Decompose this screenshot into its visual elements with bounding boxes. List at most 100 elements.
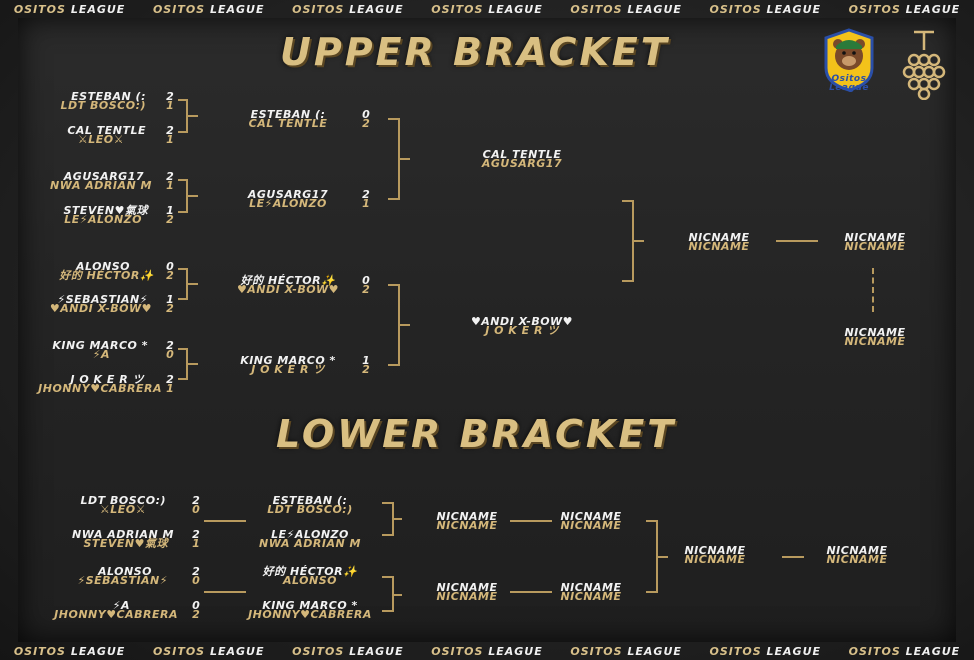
connector	[382, 502, 394, 504]
player-name: NICNAME	[844, 231, 906, 244]
player-score: 2	[362, 117, 370, 130]
player-name: NICNAME	[688, 231, 750, 244]
ticker-item: OSITOS LEAGUE	[709, 2, 822, 16]
connector	[178, 348, 188, 350]
connector	[204, 520, 246, 522]
player-name: 好的 HÉCTOR✨	[59, 269, 154, 282]
player-score: 1	[166, 99, 174, 112]
player-name: ⚔LEO⚔	[77, 133, 124, 146]
connector	[392, 518, 402, 520]
bracket-panel	[18, 18, 956, 642]
connector	[782, 556, 804, 558]
player-name: LE⚡ALONZO	[271, 528, 349, 541]
player-name: KING MARCO *	[52, 339, 148, 352]
ticker-item: OSITOS LEAGUE	[292, 2, 404, 16]
player-name: STEVEN♥氣球	[83, 537, 168, 550]
player-name: NICNAME	[560, 590, 622, 603]
player-score: 2	[192, 565, 200, 578]
player-name: J O K E R ツ	[485, 324, 559, 337]
player-score: 0	[166, 260, 174, 273]
player-score: 2	[166, 170, 174, 183]
connector	[398, 324, 410, 326]
player-score: 1	[166, 204, 174, 217]
connector	[388, 284, 400, 286]
player-name: J O K E R ツ	[251, 363, 325, 376]
player-name: AGUSARG17	[481, 157, 563, 170]
player-score: 1	[166, 382, 174, 395]
connector	[186, 363, 198, 365]
connector	[510, 520, 552, 522]
connector	[382, 576, 394, 578]
player-name: KING MARCO *	[240, 354, 336, 367]
player-name: ESTEBAN (:	[250, 108, 326, 121]
player-score: 0	[192, 599, 200, 612]
ticker-item: OSITOS LEAGUE	[848, 2, 961, 16]
player-score: 2	[362, 283, 370, 296]
lower-bracket-title: LOWER BRACKET	[276, 412, 677, 456]
player-name: NICNAME	[436, 581, 498, 594]
player-name: LDT BOSCO:)	[60, 99, 146, 112]
player-score: 1	[166, 293, 174, 306]
player-name: NICNAME	[684, 544, 746, 557]
player-score: 2	[192, 494, 200, 507]
player-score: 2	[166, 339, 174, 352]
connector	[178, 378, 188, 380]
player-name: JHONNY♥CABRERA	[54, 608, 178, 621]
player-name: NICNAME	[844, 240, 906, 253]
connector	[646, 591, 658, 593]
player-name: ♥ANDI X-BOW♥	[49, 302, 152, 315]
player-name: NICNAME	[436, 590, 498, 603]
connector	[382, 534, 394, 536]
player-score: 1	[362, 354, 370, 367]
connector	[776, 240, 818, 242]
connector	[388, 364, 400, 366]
player-name: LDT BOSCO:)	[80, 494, 166, 507]
player-score: 1	[362, 197, 370, 210]
logo-text-line1: Ositos	[831, 74, 867, 84]
connector	[388, 118, 400, 120]
ticker-item: OSITOS LEAGUE	[152, 644, 265, 658]
player-score: 2	[166, 373, 174, 386]
player-name: NWA ADRIAN M	[72, 528, 174, 541]
player-name: NWA ADRIAN M	[50, 179, 152, 192]
player-score: 0	[362, 108, 370, 121]
connector	[510, 591, 552, 593]
connector	[656, 556, 668, 558]
player-score: 2	[166, 302, 174, 315]
logo-text-line2: League	[829, 83, 869, 93]
player-name: NICNAME	[560, 519, 622, 532]
ticker-item: OSITOS LEAGUE	[13, 2, 126, 16]
ticker-item: OSITOS LEAGUE	[570, 644, 682, 658]
player-score: 2	[166, 269, 174, 282]
player-score: 2	[192, 528, 200, 541]
connector	[178, 99, 188, 101]
connector	[186, 195, 198, 197]
player-score: 1	[166, 179, 174, 192]
ticker-item: OSITOS LEAGUE	[709, 644, 822, 658]
player-name: STEVEN♥氣球	[63, 204, 148, 217]
upper-bracket-title: UPPER BRACKET	[280, 30, 670, 74]
player-name: NICNAME	[436, 519, 498, 532]
player-name: NICNAME	[436, 510, 498, 523]
player-name: ESTEBAN (:	[71, 90, 146, 103]
player-name: 好的 HÉCTOR✨	[262, 565, 358, 578]
player-name: ♥ANDI X-BOW♥	[236, 283, 340, 296]
player-name: ⚔LEO⚔	[99, 503, 146, 516]
grapes-icon	[902, 30, 946, 100]
player-name: ⚡A	[92, 348, 110, 361]
player-score: 1	[192, 537, 200, 550]
connector	[204, 591, 246, 593]
ticker-item: OSITOS LEAGUE	[292, 644, 404, 658]
connector	[622, 200, 634, 202]
connector	[186, 283, 198, 285]
player-name: 好的 HÉCTOR✨	[240, 274, 336, 287]
connector	[178, 179, 188, 181]
ticker-item: OSITOS LEAGUE	[431, 644, 543, 658]
player-score: 2	[166, 213, 174, 226]
player-score: 0	[362, 274, 370, 287]
player-name: ♥ANDI X-BOW♥	[470, 315, 574, 328]
connector	[622, 280, 634, 282]
player-score: 2	[192, 608, 200, 621]
player-name: J O K E R ツ	[70, 373, 144, 386]
player-name: LE⚡ALONZO	[249, 197, 327, 210]
